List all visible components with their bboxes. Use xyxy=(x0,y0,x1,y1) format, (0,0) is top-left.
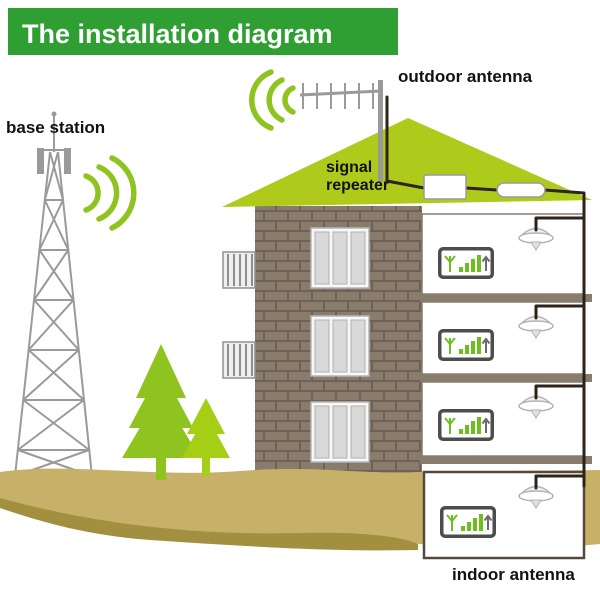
floor-slab xyxy=(420,456,592,464)
building-cutaway xyxy=(420,200,592,466)
signal-arc xyxy=(109,155,137,231)
phone xyxy=(437,328,495,362)
antenna-pole xyxy=(378,80,383,182)
page-title: The installation diagram xyxy=(22,19,333,49)
tree xyxy=(122,344,200,480)
indoor-antenna-label: indoor antenna xyxy=(452,565,575,584)
signal-repeater-label-line1: signal xyxy=(326,159,372,176)
window xyxy=(310,315,370,377)
stair-railing xyxy=(222,251,256,289)
ground-shadow xyxy=(0,498,418,551)
basement-room xyxy=(422,470,586,560)
coax-cable-tap xyxy=(534,474,586,490)
floor-slab xyxy=(420,294,592,302)
header-bar xyxy=(8,8,398,55)
coax-cable-tap xyxy=(534,384,586,400)
labels: outdoor antenna base station signal repe… xyxy=(6,67,575,584)
outdoor-yagi-antenna xyxy=(299,80,383,182)
signal-arc xyxy=(282,85,296,115)
floor-slab xyxy=(420,374,592,382)
phone xyxy=(437,408,495,442)
base-station-tower xyxy=(14,111,93,477)
signal-arc xyxy=(83,173,101,213)
yagi-elements xyxy=(302,83,374,109)
tree xyxy=(182,398,230,476)
outdoor-antenna-label: outdoor antenna xyxy=(398,67,533,86)
coax-cable xyxy=(464,186,499,192)
window xyxy=(310,227,370,289)
coax-cable-tap xyxy=(534,216,586,232)
phone xyxy=(437,246,495,280)
antenna-panel xyxy=(64,148,71,174)
window xyxy=(310,401,370,463)
header: The installation diagram xyxy=(8,8,398,55)
coax-cables xyxy=(385,95,586,490)
basement-box xyxy=(422,470,586,560)
base-station-label: base station xyxy=(6,118,105,137)
outdoor-antenna-signal-waves xyxy=(249,69,296,131)
signal-repeater-label-line2: repeater xyxy=(326,177,389,194)
coax-cable xyxy=(385,95,426,190)
coax-cable xyxy=(543,188,586,488)
stair-railing xyxy=(222,341,256,379)
signal-repeater-box xyxy=(423,174,467,200)
base-station-signal-waves xyxy=(83,155,137,231)
repeater-unit xyxy=(496,182,546,198)
antenna-panel xyxy=(37,148,44,174)
signal-arc xyxy=(249,69,274,131)
mast-tip xyxy=(51,111,57,117)
coax-cable-tap xyxy=(534,304,586,320)
yagi-boom xyxy=(299,89,382,97)
phone xyxy=(439,505,497,539)
signal-arc xyxy=(266,77,285,123)
building xyxy=(222,206,422,478)
signal-arc xyxy=(96,164,120,222)
